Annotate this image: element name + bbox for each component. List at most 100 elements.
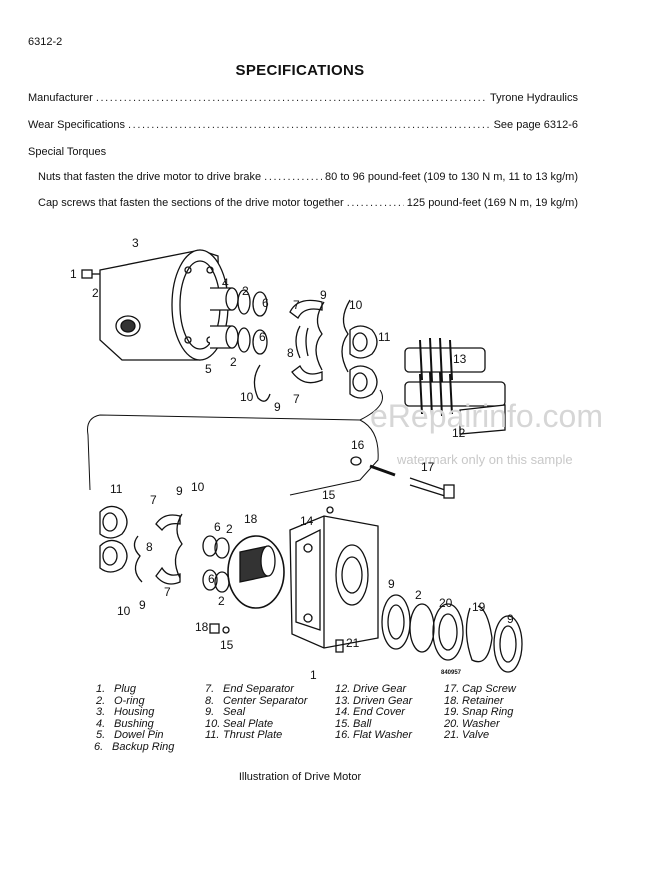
legend-label: Plug: [114, 683, 137, 695]
legend-item: 10.Seal Plate: [205, 717, 307, 731]
legend-number: 14.: [335, 706, 351, 719]
callout-number: 7: [293, 392, 300, 406]
legend-label: End Separator: [223, 683, 294, 695]
callout-number: 5: [205, 362, 212, 376]
legend-label: O-ring: [114, 694, 145, 707]
legend-item: 13.Driven Gear: [335, 694, 413, 708]
legend-item: 8. Center Separator: [205, 694, 308, 708]
legend-number: 13.: [335, 694, 351, 707]
separator-parts-top: [253, 299, 351, 402]
legend-item: 4.Bushing: [96, 718, 174, 731]
leader-dots: ........................................…: [95, 92, 487, 104]
legend-number: 6.: [94, 740, 104, 753]
callout-number: 1: [310, 668, 317, 682]
callout-number: 9: [176, 484, 183, 498]
legend-label: Snap Ring: [462, 706, 514, 719]
legend-label: Cap Screw: [462, 683, 516, 695]
thrust-plate-parts-top: [349, 325, 378, 399]
legend-label: Ball: [353, 717, 372, 730]
callout-number: 10: [191, 480, 205, 494]
spec-torque-1: Nuts that fasten the drive motor to driv…: [38, 171, 578, 183]
callout-number: 15: [220, 638, 234, 652]
assembly-guide-line: [87, 389, 383, 496]
spec-value: 125 pound-feet (169 N m, 19 kg/m): [406, 197, 578, 209]
callout-number: 6: [262, 296, 269, 310]
callout-number: 9: [274, 400, 281, 414]
callout-number: 14: [300, 514, 314, 528]
callout-number: 9: [320, 288, 327, 302]
thrust-plate-parts-bottom: [99, 505, 128, 573]
callout-number: 10: [240, 390, 254, 404]
page-number: 6312-2: [28, 36, 63, 48]
callout-number: 6: [214, 520, 221, 534]
legend-label: Washer: [462, 717, 500, 730]
callout-number: 11: [378, 330, 391, 344]
callout-number: 7: [164, 585, 171, 599]
legend-number: 10.: [205, 717, 221, 730]
retainer-ring: [227, 535, 285, 609]
legend-label: End Cover: [353, 706, 405, 719]
callout-number: 2: [92, 286, 99, 300]
bottom-plug-part: [335, 639, 344, 653]
callout-number: 6: [208, 572, 215, 586]
callout-number: 18: [195, 620, 209, 634]
legend-number: 16.: [335, 729, 351, 742]
callout-number: 6: [259, 330, 266, 344]
leader-dots: ........................................…: [128, 119, 491, 131]
end-cover-part: [289, 515, 379, 649]
callout-number: 2: [226, 522, 233, 536]
legend-item: 1. Plug: [96, 683, 174, 696]
legend-number: 8.: [205, 694, 215, 707]
legend-number: 12.: [335, 683, 351, 695]
spec-label: Cap screws that fasten the sections of t…: [38, 197, 344, 209]
callout-number: 11: [110, 482, 123, 496]
legend-item: 11.Thrust Plate: [205, 730, 307, 742]
callout-number: 3: [132, 236, 139, 250]
legend-label: Seal: [223, 706, 246, 719]
callout-number: 1: [70, 267, 77, 281]
legend-number: 20.: [444, 717, 460, 730]
cap-screw-part: [350, 456, 455, 499]
legend-item: 7.End Separator: [205, 683, 307, 696]
legend-number: 3.: [96, 706, 106, 719]
callout-number: 9: [507, 612, 514, 626]
watermark-main: eRepairinfo.com: [370, 398, 603, 434]
spec-value: 80 to 96 pound-feet (109 to 130 N m, 11 …: [325, 171, 578, 183]
seal-retainer-part: [239, 545, 276, 583]
callout-number: 19: [472, 600, 486, 614]
legend-number: 1.: [96, 683, 106, 695]
legend-number: 5.: [96, 729, 106, 742]
legend-label: Center Separator: [223, 694, 308, 707]
plug-part: [81, 269, 100, 279]
legend-number: 15.: [335, 717, 351, 730]
legend-item: 18.Retainer: [444, 694, 516, 708]
callout-number: 2: [242, 284, 249, 298]
o-ring-parts-bottom: [202, 535, 230, 593]
callout-number: 17: [421, 460, 435, 474]
legend-label: Driven Gear: [353, 694, 413, 707]
legend-label: Retainer: [462, 694, 504, 707]
special-torques-heading: Special Torques: [28, 146, 107, 158]
callout-number: 20: [439, 596, 453, 610]
gear-parts: [404, 337, 506, 435]
watermark-sub: watermark only on this sample: [397, 452, 573, 467]
callout-number: 7: [150, 493, 157, 507]
legend-label: Dowel Pin: [114, 729, 164, 742]
page-title: SPECIFICATIONS: [235, 62, 365, 79]
callout-number: 16: [351, 438, 365, 452]
legend-label: Flat Washer: [353, 729, 413, 742]
callout-number: 12: [452, 426, 466, 440]
legend-item: 21.Valve: [444, 730, 516, 742]
legend-number: 21.: [444, 729, 460, 742]
callout-number: 10: [349, 298, 363, 312]
callout-number: 8: [287, 346, 294, 360]
legend-item: 16.Flat Washer: [335, 730, 412, 742]
spec-label: Wear Specifications: [28, 119, 126, 131]
callout-number: 2: [230, 355, 237, 369]
callout-number: 13: [453, 352, 467, 366]
right-seal-stack: [381, 594, 523, 673]
legend-label: Seal Plate: [223, 717, 274, 730]
